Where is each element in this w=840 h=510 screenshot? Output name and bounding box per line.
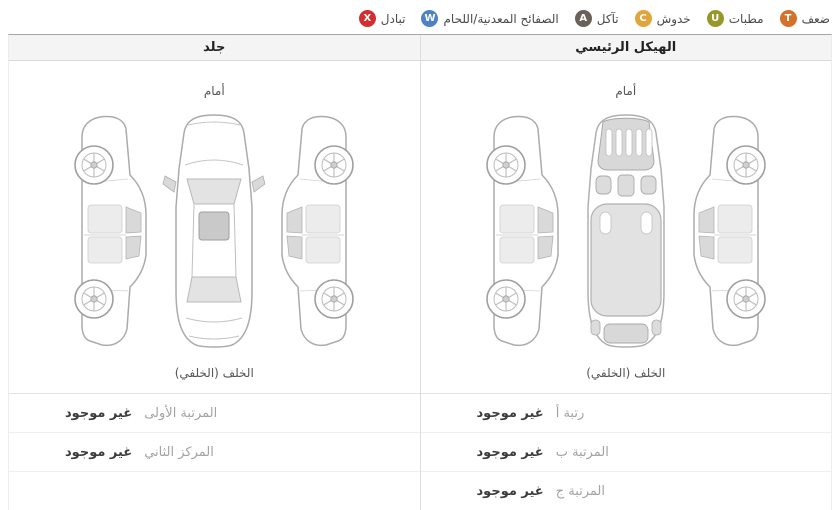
damage-code-badge: X (358, 10, 376, 27)
panel-main-structure: الهيكل الرئيسي أمام الخلف (الخلفي) غير م… (419, 35, 832, 510)
status-label: المركز الثاني (144, 444, 214, 460)
status-row: غير موجود رتبة أ (420, 394, 831, 433)
damage-code-badge: A (574, 10, 592, 27)
status-row: غير موجود المركز الثاني (9, 433, 420, 472)
legend-item-weakness: ضعف T (779, 10, 830, 27)
damage-code-badge: W (421, 10, 439, 27)
status-value: غير موجود (65, 444, 133, 460)
status-label: المرتبة ج (555, 483, 605, 499)
damage-code-badge: U (706, 10, 724, 27)
rear-label: الخلف (الخلفي) (586, 366, 666, 380)
legend-label: ضعف (801, 11, 830, 26)
car-side-view-right (280, 109, 358, 353)
front-label: أمام (203, 84, 225, 98)
chassis-figures (421, 109, 832, 353)
front-label: أمام (615, 84, 637, 98)
legend-label: تبادل (380, 11, 406, 26)
car-side-view-right (692, 109, 770, 353)
status-label: المرتبة الأولى (144, 405, 218, 421)
status-rows: غير موجود رتبة أ غير موجود المرتبة ب غير… (420, 393, 832, 510)
status-label: المرتبة ب (555, 444, 609, 460)
status-rows: غير موجود المرتبة الأولى غير موجود المرك… (9, 393, 420, 472)
panel-title: الهيكل الرئيسي (420, 35, 831, 61)
legend-item-scratches: خدوش C (634, 10, 691, 27)
status-label: رتبة أ (555, 405, 585, 421)
status-value: غير موجود (476, 444, 544, 460)
status-value: غير موجود (65, 405, 133, 421)
legend-label: الصفائح المعدنية/اللحام (443, 11, 559, 26)
status-row: غير موجود المرتبة ج (421, 472, 832, 510)
damage-legend: ضعف T مطبات U خدوش C تآكل A الصفائح المع… (0, 0, 840, 34)
panel-title: جلد (9, 35, 420, 61)
legend-item-exchange: تبادل X (358, 10, 406, 27)
rear-label: الخلف (الخلفي) (174, 366, 254, 380)
damage-code-badge: T (779, 10, 797, 27)
status-value: غير موجود (476, 483, 544, 499)
exterior-figures (9, 109, 420, 353)
legend-label: تآكل (596, 11, 619, 26)
legend-item-sheet-metal-welding: الصفائح المعدنية/اللحام W (421, 10, 559, 27)
car-top-view (162, 114, 266, 348)
chassis-diagram-area: أمام الخلف (الخلفي) (421, 61, 832, 393)
car-side-view-left (70, 109, 148, 353)
panel-skin: جلد أمام الخلف (الخلفي) غير موجود المرتب… (9, 35, 420, 510)
legend-label: خدوش (656, 11, 691, 26)
status-row: غير موجود المرتبة ب (420, 433, 831, 472)
inspection-board: الهيكل الرئيسي أمام الخلف (الخلفي) غير م… (8, 34, 832, 510)
car-side-view-left (482, 109, 560, 353)
status-value: غير موجود (476, 405, 544, 421)
chassis-top-view (587, 114, 665, 348)
legend-item-corrosion: تآكل A (574, 10, 619, 27)
legend-item-dents: مطبات U (706, 10, 764, 27)
exterior-diagram-area: أمام الخلف (الخلفي) (9, 61, 420, 393)
legend-label: مطبات (728, 11, 764, 26)
damage-code-badge: C (634, 10, 652, 27)
status-row: غير موجود المرتبة الأولى (9, 394, 420, 433)
